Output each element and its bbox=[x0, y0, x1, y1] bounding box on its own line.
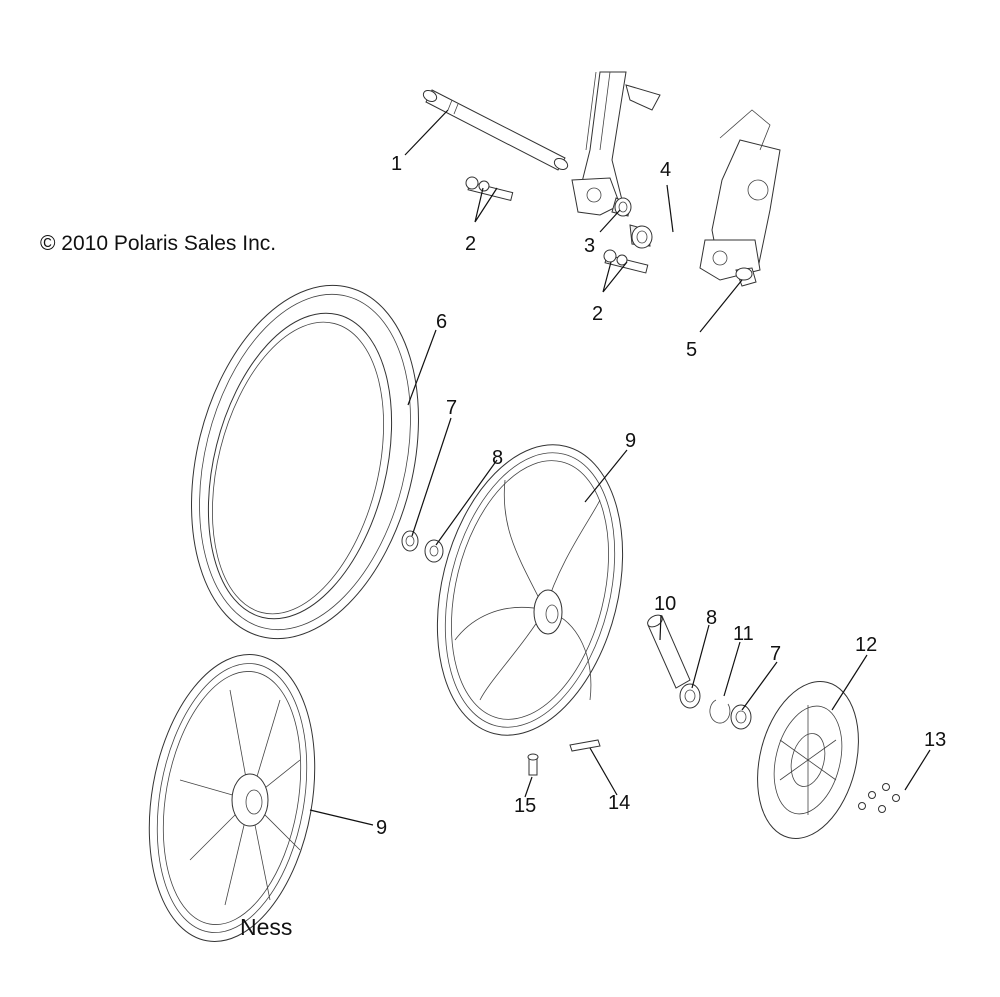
callout-1: 1 bbox=[391, 153, 402, 175]
part-8-bearing-left bbox=[424, 539, 444, 563]
part-14-wheel-weight bbox=[569, 739, 601, 752]
callout-9-ness: 9 bbox=[376, 817, 387, 839]
part-7-seal-right bbox=[730, 704, 752, 730]
callout-7-left: 7 bbox=[446, 397, 457, 419]
callout-15: 15 bbox=[514, 795, 536, 817]
callout-2-upper: 2 bbox=[465, 233, 476, 255]
callout-5: 5 bbox=[686, 339, 697, 361]
part-3-spacer bbox=[611, 197, 632, 217]
part-7-seal-left bbox=[401, 530, 419, 552]
callout-14: 14 bbox=[608, 792, 630, 814]
callout-10: 10 bbox=[654, 593, 676, 615]
part-8-bearing-right bbox=[679, 683, 701, 709]
variant-label: Ness bbox=[240, 914, 292, 940]
callouts: 1 2 3 4 2 5 6 7 8 9 10 8 11 7 12 13 14 1… bbox=[376, 153, 946, 839]
left-fork-leg bbox=[571, 71, 661, 216]
part-6-tire bbox=[191, 284, 419, 640]
part-10-spacer-tube bbox=[647, 614, 691, 689]
part-12-brake-disc bbox=[757, 681, 859, 839]
part-2-bolt-pair-upper bbox=[465, 176, 514, 202]
callout-3: 3 bbox=[584, 235, 595, 257]
part-1-axle bbox=[422, 89, 569, 171]
callout-11: 11 bbox=[733, 623, 754, 645]
part-2-bolt-pair-lower bbox=[603, 249, 649, 274]
callout-9-main: 9 bbox=[625, 430, 636, 452]
callout-4: 4 bbox=[660, 159, 671, 181]
part-4-spacer bbox=[629, 224, 653, 249]
part-13-disc-bolts bbox=[858, 783, 900, 813]
callout-8-left: 8 bbox=[492, 447, 503, 469]
part-15-valve-stem bbox=[527, 753, 539, 776]
callout-12: 12 bbox=[855, 634, 877, 656]
part-11-snap-ring bbox=[709, 699, 731, 724]
copyright-text: © 2010 Polaris Sales Inc. bbox=[40, 232, 276, 255]
callout-2-lower: 2 bbox=[592, 303, 603, 325]
callout-6: 6 bbox=[436, 311, 447, 333]
right-fork-leg bbox=[699, 109, 781, 281]
part-9-wheel-cast bbox=[436, 444, 624, 736]
callout-8-right: 8 bbox=[706, 607, 717, 629]
leader-lines bbox=[309, 109, 931, 826]
callout-13: 13 bbox=[924, 729, 946, 751]
callout-7-right: 7 bbox=[770, 643, 781, 665]
part-9-wheel-ness bbox=[148, 654, 316, 942]
